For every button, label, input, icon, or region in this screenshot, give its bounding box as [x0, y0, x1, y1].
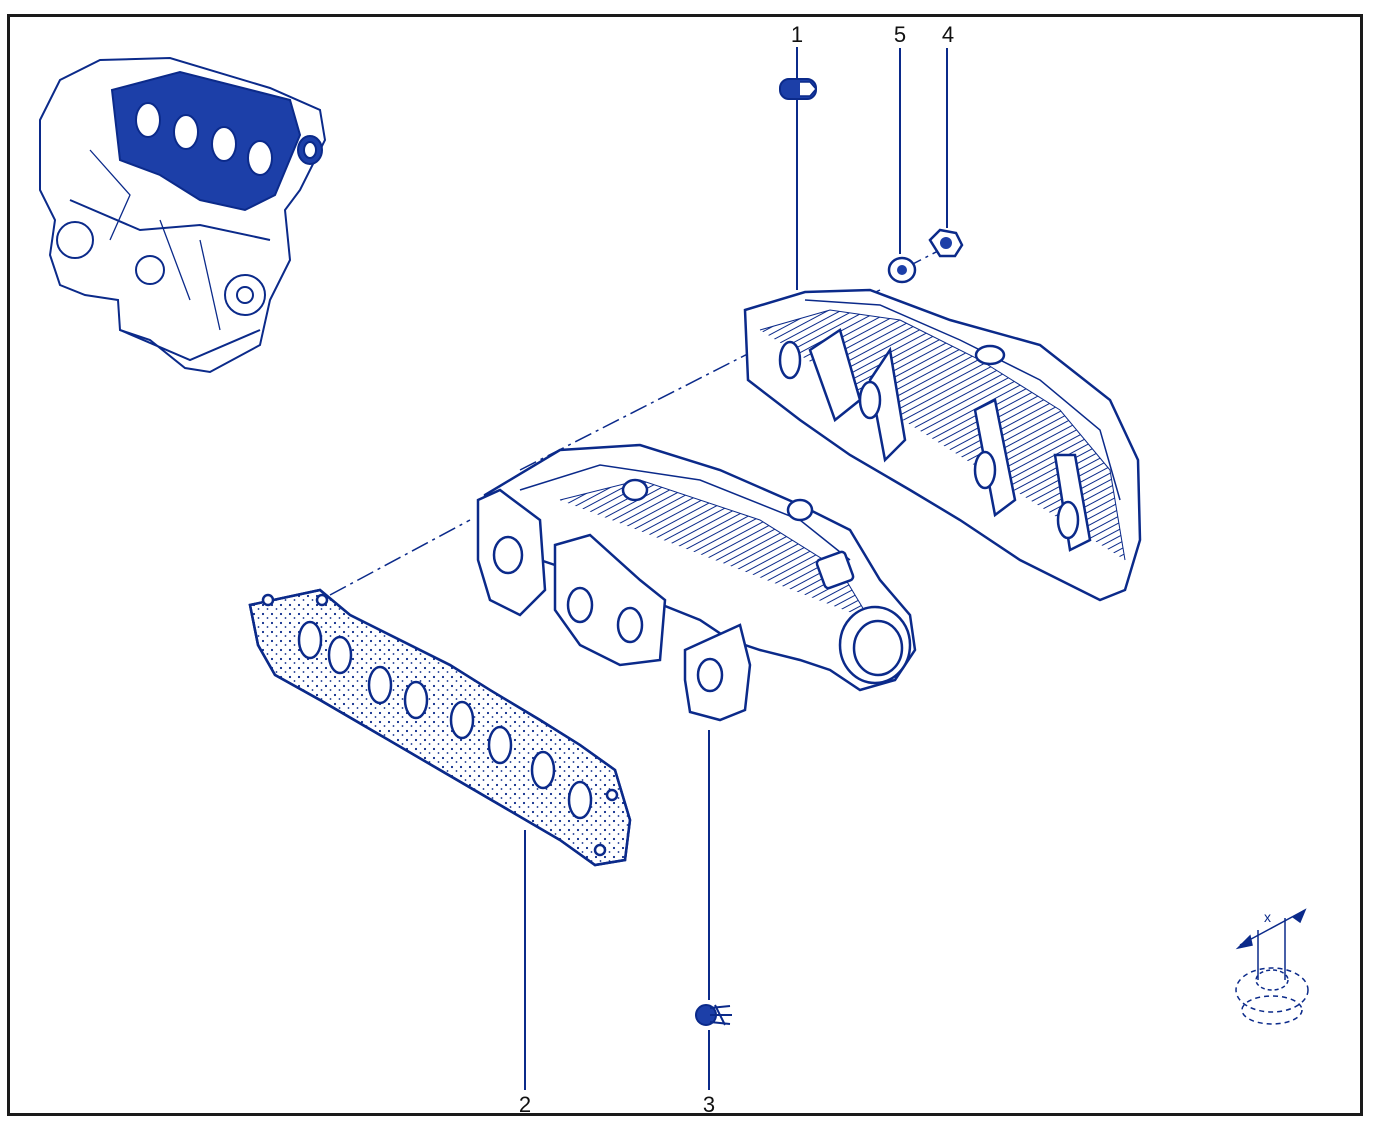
callout-4: 4	[942, 22, 954, 47]
callout-5: 5	[894, 22, 906, 47]
detail-label-x: x	[1264, 909, 1271, 925]
callout-numbers: 1 2 3 4 5	[519, 22, 954, 1117]
nut-icon	[928, 228, 964, 258]
leader-lines	[524, 47, 948, 1090]
callout-3: 3	[703, 1092, 715, 1117]
stud-icon	[779, 78, 817, 100]
washer-icon	[887, 256, 917, 284]
callout-2: 2	[519, 1092, 531, 1117]
clip-icon	[695, 1004, 732, 1026]
engine-overview-icon	[39, 56, 327, 374]
callout-1: 1	[791, 22, 803, 47]
gasket-icon	[248, 588, 632, 867]
tightening-detail-icon	[1235, 908, 1309, 1025]
drawing-frame	[7, 14, 1363, 1116]
exhaust-manifold-icon	[476, 443, 917, 722]
heat-shield-icon	[743, 288, 1142, 602]
